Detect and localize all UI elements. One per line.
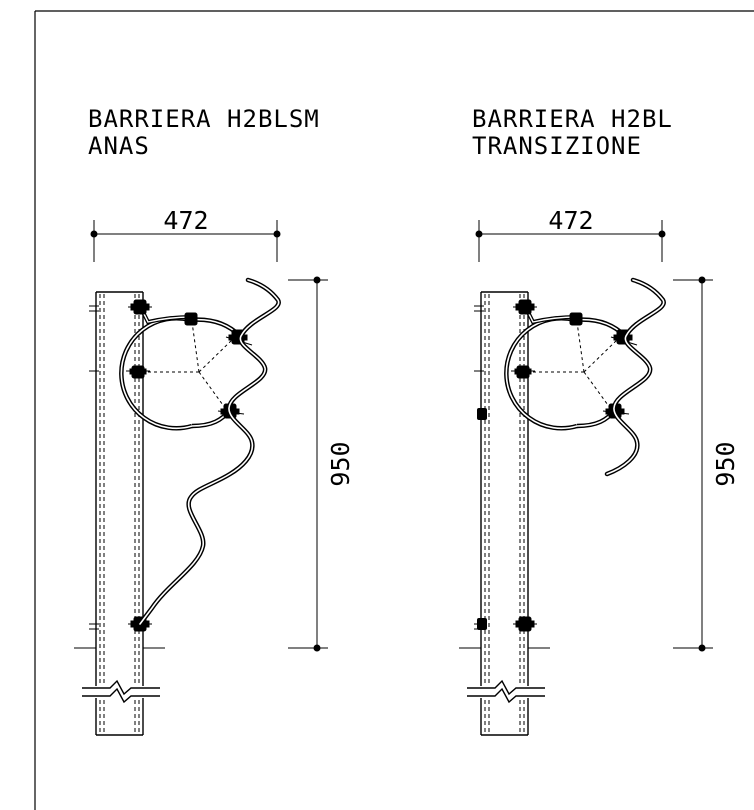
left-title-line1: BARRIERA H2BLSM bbox=[88, 105, 320, 133]
left-height-dimension: 950 bbox=[326, 441, 355, 486]
left-width-dimension: 472 bbox=[163, 206, 208, 235]
right-height-dimension: 950 bbox=[711, 441, 740, 486]
right-post-bolt-mid bbox=[477, 408, 487, 420]
right-dimension-lines bbox=[475, 219, 714, 652]
left-dimension-lines bbox=[90, 219, 329, 652]
right-w-beam bbox=[607, 280, 664, 474]
right-title-line1: BARRIERA H2BL bbox=[472, 105, 673, 133]
right-width-dimension: 472 bbox=[548, 206, 593, 235]
left-w-beam bbox=[140, 280, 279, 624]
left-title-line2: ANAS bbox=[88, 132, 150, 160]
detail-h2bl-transizione: BARRIERA H2BL TRANSIZIONE 472 950 bbox=[459, 105, 740, 735]
right-title-line2: TRANSIZIONE bbox=[472, 132, 642, 160]
detail-h2blsm: BARRIERA H2BLSM ANAS 472 950 bbox=[74, 105, 355, 735]
right-post-assembly bbox=[459, 292, 637, 735]
left-post-assembly bbox=[74, 292, 252, 735]
right-post-bolt-low bbox=[477, 618, 487, 630]
